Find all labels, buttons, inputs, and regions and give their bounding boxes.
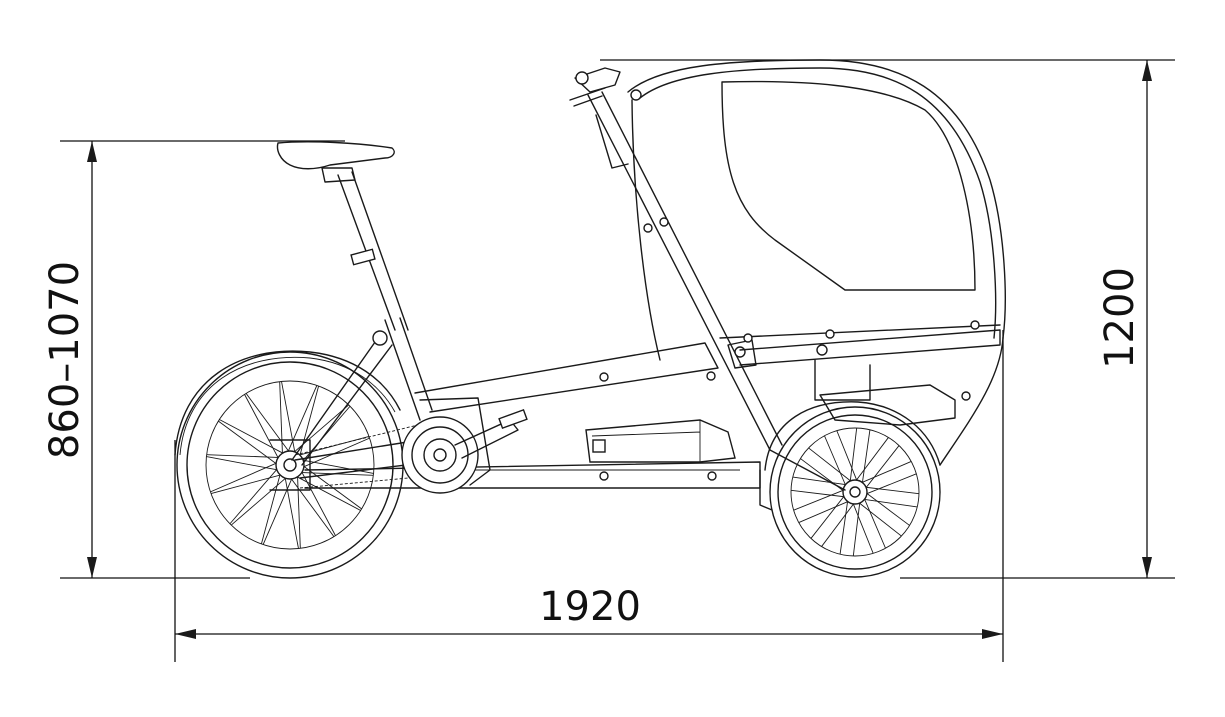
wheel-spoke	[851, 501, 874, 554]
wheel-spoke	[281, 381, 296, 455]
wheel-spoke	[229, 467, 279, 525]
rear-dropout	[269, 439, 311, 491]
wheel-spoke	[230, 476, 288, 526]
handlebar	[569, 67, 642, 107]
wheel-spoke	[289, 476, 335, 537]
wheel-spoke	[260, 472, 282, 545]
wheel-spoke	[864, 445, 900, 490]
wheel-spoke	[864, 473, 917, 496]
canopy	[627, 59, 1006, 466]
wheel-spoke	[863, 486, 920, 495]
wheel-spoke	[301, 464, 362, 510]
dimension-seat-height: 860–1070	[42, 140, 345, 579]
wheel-spoke	[859, 461, 912, 484]
wheel-spoke	[798, 500, 851, 523]
wheel-spoke	[279, 381, 283, 456]
wheel-spoke	[206, 456, 280, 471]
seat-height-label: 860–1070	[42, 261, 88, 459]
dimension-total-height: 1200	[600, 59, 1175, 579]
wheel-spoke	[294, 475, 361, 511]
rear-wheel-spokes	[206, 381, 374, 549]
dimension-total-length: 1920	[174, 330, 1004, 662]
wheel-spoke	[245, 393, 291, 454]
battery	[585, 419, 736, 463]
wheel-spoke	[300, 459, 374, 474]
saddle	[276, 141, 395, 170]
wheel-spoke	[852, 500, 861, 557]
wheel-spoke	[861, 429, 871, 485]
front-wheel	[769, 406, 941, 578]
total-length-label: 1920	[539, 584, 641, 630]
wheel-spoke	[824, 435, 847, 488]
wheel-spoke	[849, 427, 858, 484]
frame	[291, 91, 1001, 489]
wheel-spoke	[857, 501, 902, 537]
rear-mudguard	[174, 350, 401, 456]
wheel-spoke	[210, 473, 283, 495]
wheel-spoke	[854, 437, 889, 483]
wheel-spoke	[300, 469, 336, 536]
front-fork	[759, 449, 846, 511]
wheel-spoke	[836, 430, 859, 483]
wheel-spoke	[206, 454, 281, 458]
canopy-window	[721, 80, 976, 291]
wheel-spoke	[863, 496, 886, 549]
wheel-spoke	[793, 488, 846, 511]
wheel-spoke	[219, 419, 286, 455]
mid-drive-motor	[401, 397, 528, 494]
wheel-spoke	[218, 420, 279, 466]
wheel-spoke	[286, 385, 318, 454]
wheel-spoke	[862, 498, 918, 508]
wheel-spoke	[244, 394, 280, 461]
front-cargo-box	[819, 384, 956, 426]
wheel-spoke	[262, 476, 294, 545]
rear-wheel	[176, 351, 404, 579]
total-height-label: 1200	[1097, 267, 1143, 369]
wheel-spoke	[821, 501, 856, 547]
wheel-spoke	[790, 489, 847, 498]
wheel-spoke	[297, 474, 301, 549]
wheel-spoke	[839, 499, 849, 555]
wheel-spoke	[210, 461, 279, 493]
wheel-spoke	[810, 494, 846, 539]
wheel-spoke	[792, 476, 848, 486]
wheel-spoke	[808, 447, 853, 483]
front-mudguard	[764, 401, 941, 471]
wheel-spoke	[284, 475, 299, 549]
wheel-spoke	[864, 491, 910, 526]
